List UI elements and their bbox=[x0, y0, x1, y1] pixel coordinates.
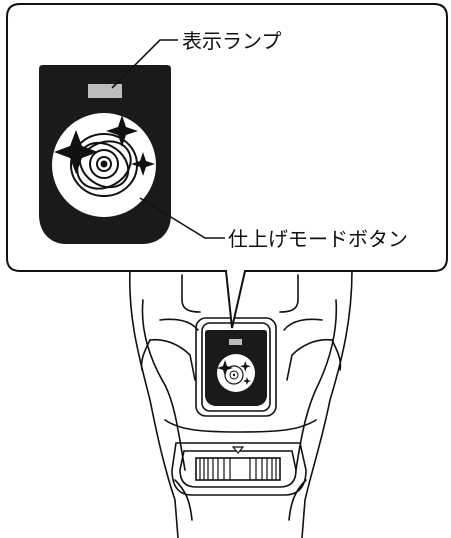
speed-dial[interactable] bbox=[171, 442, 307, 496]
small-indicator-lamp bbox=[229, 339, 242, 345]
dial-pointer-icon bbox=[231, 446, 245, 454]
sparkle-right-icon bbox=[131, 152, 155, 176]
tool-body bbox=[128, 269, 353, 538]
sparkle-top-icon bbox=[106, 115, 138, 147]
small-mode-button[interactable] bbox=[217, 354, 255, 392]
leader-lines bbox=[111, 39, 225, 239]
mode-panel bbox=[39, 65, 171, 244]
finish-mode-button[interactable] bbox=[52, 113, 156, 217]
lamp-label: 表示ランプ bbox=[182, 29, 281, 53]
sparkle-large-icon bbox=[54, 130, 98, 174]
indicator-lamp bbox=[88, 84, 122, 98]
button-label: 仕上げモードボタン bbox=[228, 227, 408, 251]
small-control-panel bbox=[205, 330, 267, 406]
dial-grip-lines bbox=[199, 458, 277, 480]
button-housing bbox=[195, 317, 277, 417]
